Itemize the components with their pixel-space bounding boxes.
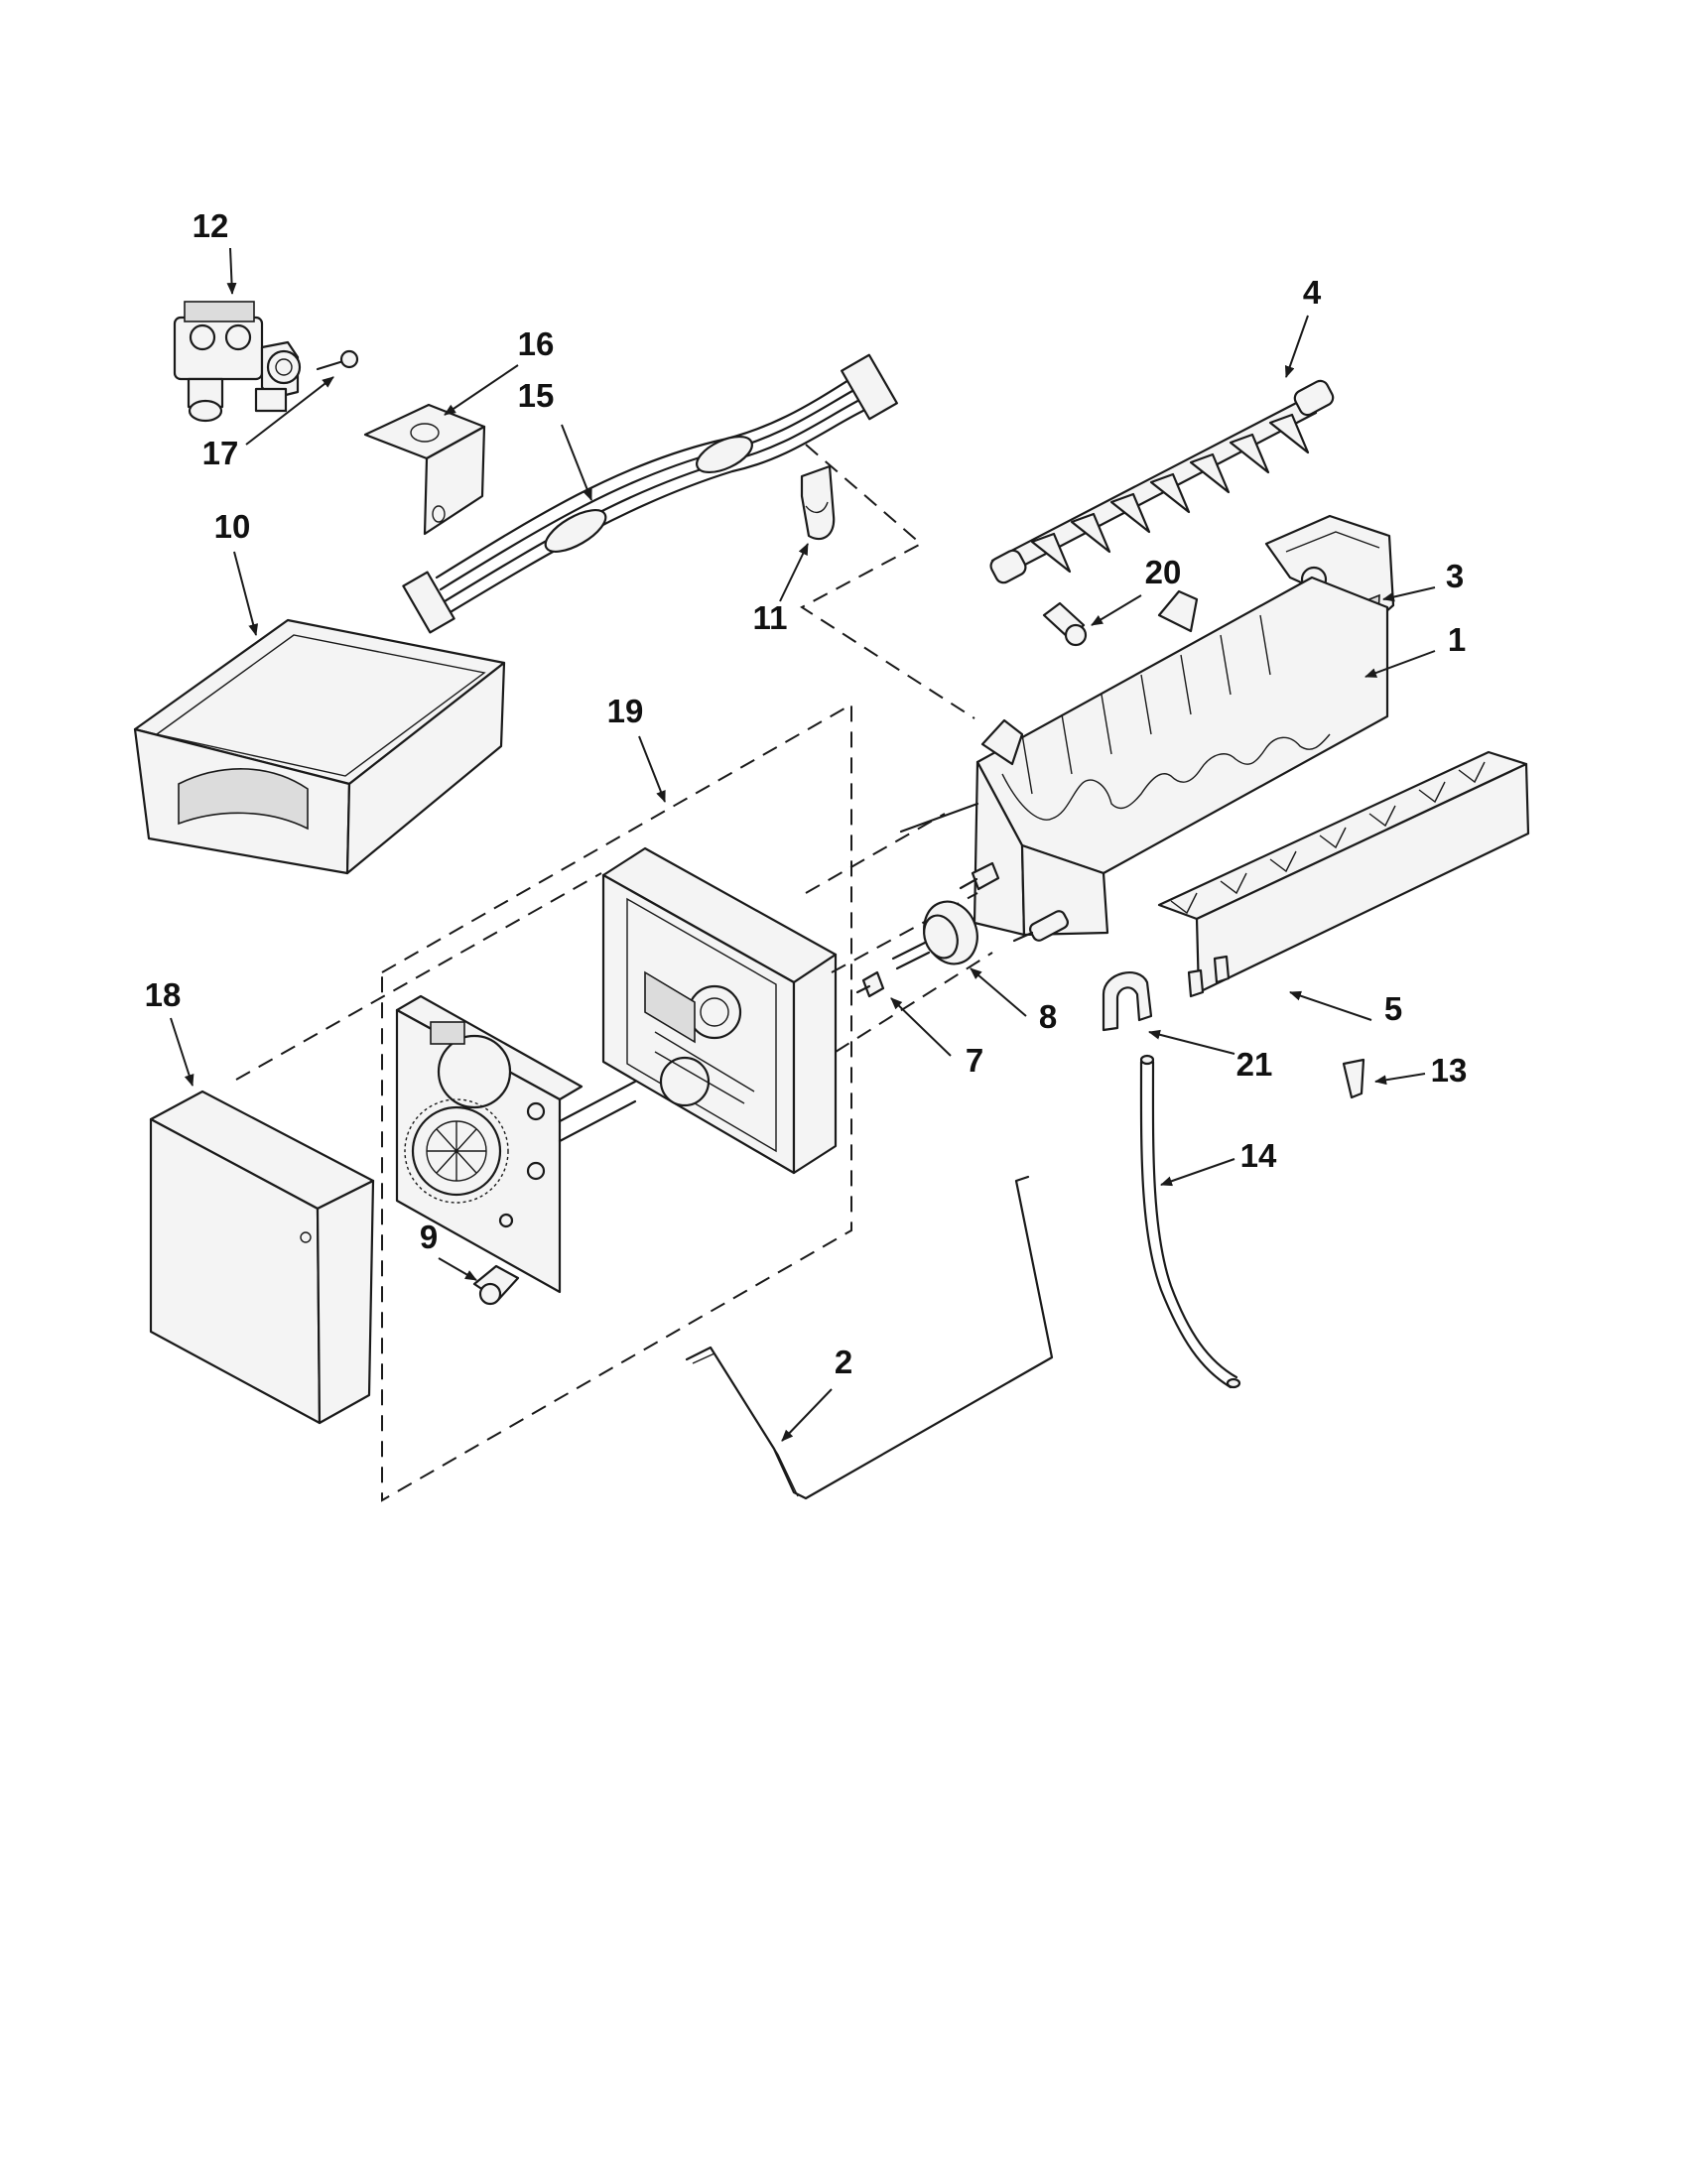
callout-18: 18 <box>145 976 195 1087</box>
callout-7: 7 <box>890 997 983 1079</box>
control-module-part <box>601 846 838 1175</box>
water-valve-part <box>173 301 302 423</box>
valve-bracket-part <box>363 403 486 536</box>
callout-9: 9 <box>420 1219 477 1281</box>
callout-13-label: 13 <box>1431 1052 1468 1089</box>
shutoff-arm-part <box>685 1175 1054 1500</box>
fill-tube-clip-part <box>1102 971 1153 1032</box>
callout-10-label: 10 <box>214 508 251 545</box>
callout-21-label: 21 <box>1236 1046 1273 1083</box>
callout-17: 17 <box>202 376 334 471</box>
callout-18-label: 18 <box>145 976 182 1013</box>
control-module-dashed-boundary <box>381 703 852 1502</box>
callout-20: 20 <box>1091 554 1182 626</box>
callout-14-label: 14 <box>1240 1137 1277 1174</box>
module-cover-part <box>149 1090 375 1425</box>
thermostat-part <box>891 861 1000 970</box>
harness-clip-part <box>800 464 836 541</box>
ice-mold-part <box>899 576 1389 937</box>
mold-screw-part <box>1042 601 1088 647</box>
callout-21: 21 <box>1148 1029 1273 1083</box>
callout-15: 15 <box>518 377 592 501</box>
callout-16: 16 <box>444 325 555 416</box>
valve-screw-part <box>316 349 359 371</box>
callout-1: 1 <box>1364 621 1466 678</box>
callout-1-label: 1 <box>1448 621 1466 658</box>
heater-terminal-part <box>855 970 885 998</box>
callout-12: 12 <box>193 207 237 295</box>
front-cover-part <box>1157 750 1530 998</box>
callout-8-label: 8 <box>1039 998 1057 1035</box>
callout-2: 2 <box>781 1344 852 1442</box>
callout-5-label: 5 <box>1384 990 1402 1027</box>
callout-3-label: 3 <box>1446 558 1464 594</box>
callout-11: 11 <box>753 543 809 636</box>
callout-8: 8 <box>970 967 1057 1035</box>
callout-16-label: 16 <box>518 325 555 362</box>
callout-10: 10 <box>214 508 259 636</box>
callout-19-label: 19 <box>607 693 644 729</box>
ejector-part <box>989 379 1335 584</box>
callout-19: 19 <box>607 693 666 803</box>
callout-17-label: 17 <box>202 435 239 471</box>
control-mount-plate-part <box>395 994 637 1294</box>
callout-7-label: 7 <box>966 1042 983 1079</box>
callout-11-label: 11 <box>753 599 788 636</box>
ice-bin-part <box>133 618 506 875</box>
callout-5: 5 <box>1289 990 1402 1027</box>
callout-4: 4 <box>1284 274 1322 378</box>
callout-2-label: 2 <box>835 1344 852 1380</box>
wire-nut-part <box>1342 1058 1365 1099</box>
callout-9-label: 9 <box>420 1219 438 1255</box>
fill-tube-part <box>1139 1054 1241 1389</box>
fill-tube-heater-part <box>1012 910 1069 943</box>
clip-assembly-dashed-path <box>800 444 975 719</box>
callout-13: 13 <box>1374 1052 1468 1089</box>
callout-15-label: 15 <box>518 377 555 414</box>
callout-14: 14 <box>1160 1137 1277 1187</box>
wire-harness-part <box>402 353 898 634</box>
module-alignment-dashed-lines <box>235 813 993 1081</box>
module-screw-part <box>472 1264 520 1306</box>
callout-12-label: 12 <box>193 207 229 244</box>
callout-3: 3 <box>1382 558 1464 602</box>
callout-4-label: 4 <box>1303 274 1322 311</box>
callout-20-label: 20 <box>1145 554 1182 590</box>
